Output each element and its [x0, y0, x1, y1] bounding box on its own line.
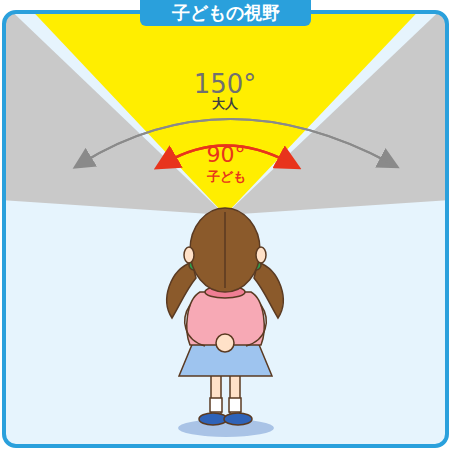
child-field	[22, 12, 429, 215]
title-tab	[140, 0, 311, 26]
title-text: 子どもの視野	[172, 1, 280, 25]
angle-caption: 大人	[212, 97, 238, 111]
angle-value: 150°	[194, 70, 257, 99]
angle-caption: 子ども	[207, 170, 246, 184]
frame-border	[4, 12, 447, 446]
girl-figure	[167, 208, 283, 437]
angle-value: 90°	[207, 143, 246, 167]
